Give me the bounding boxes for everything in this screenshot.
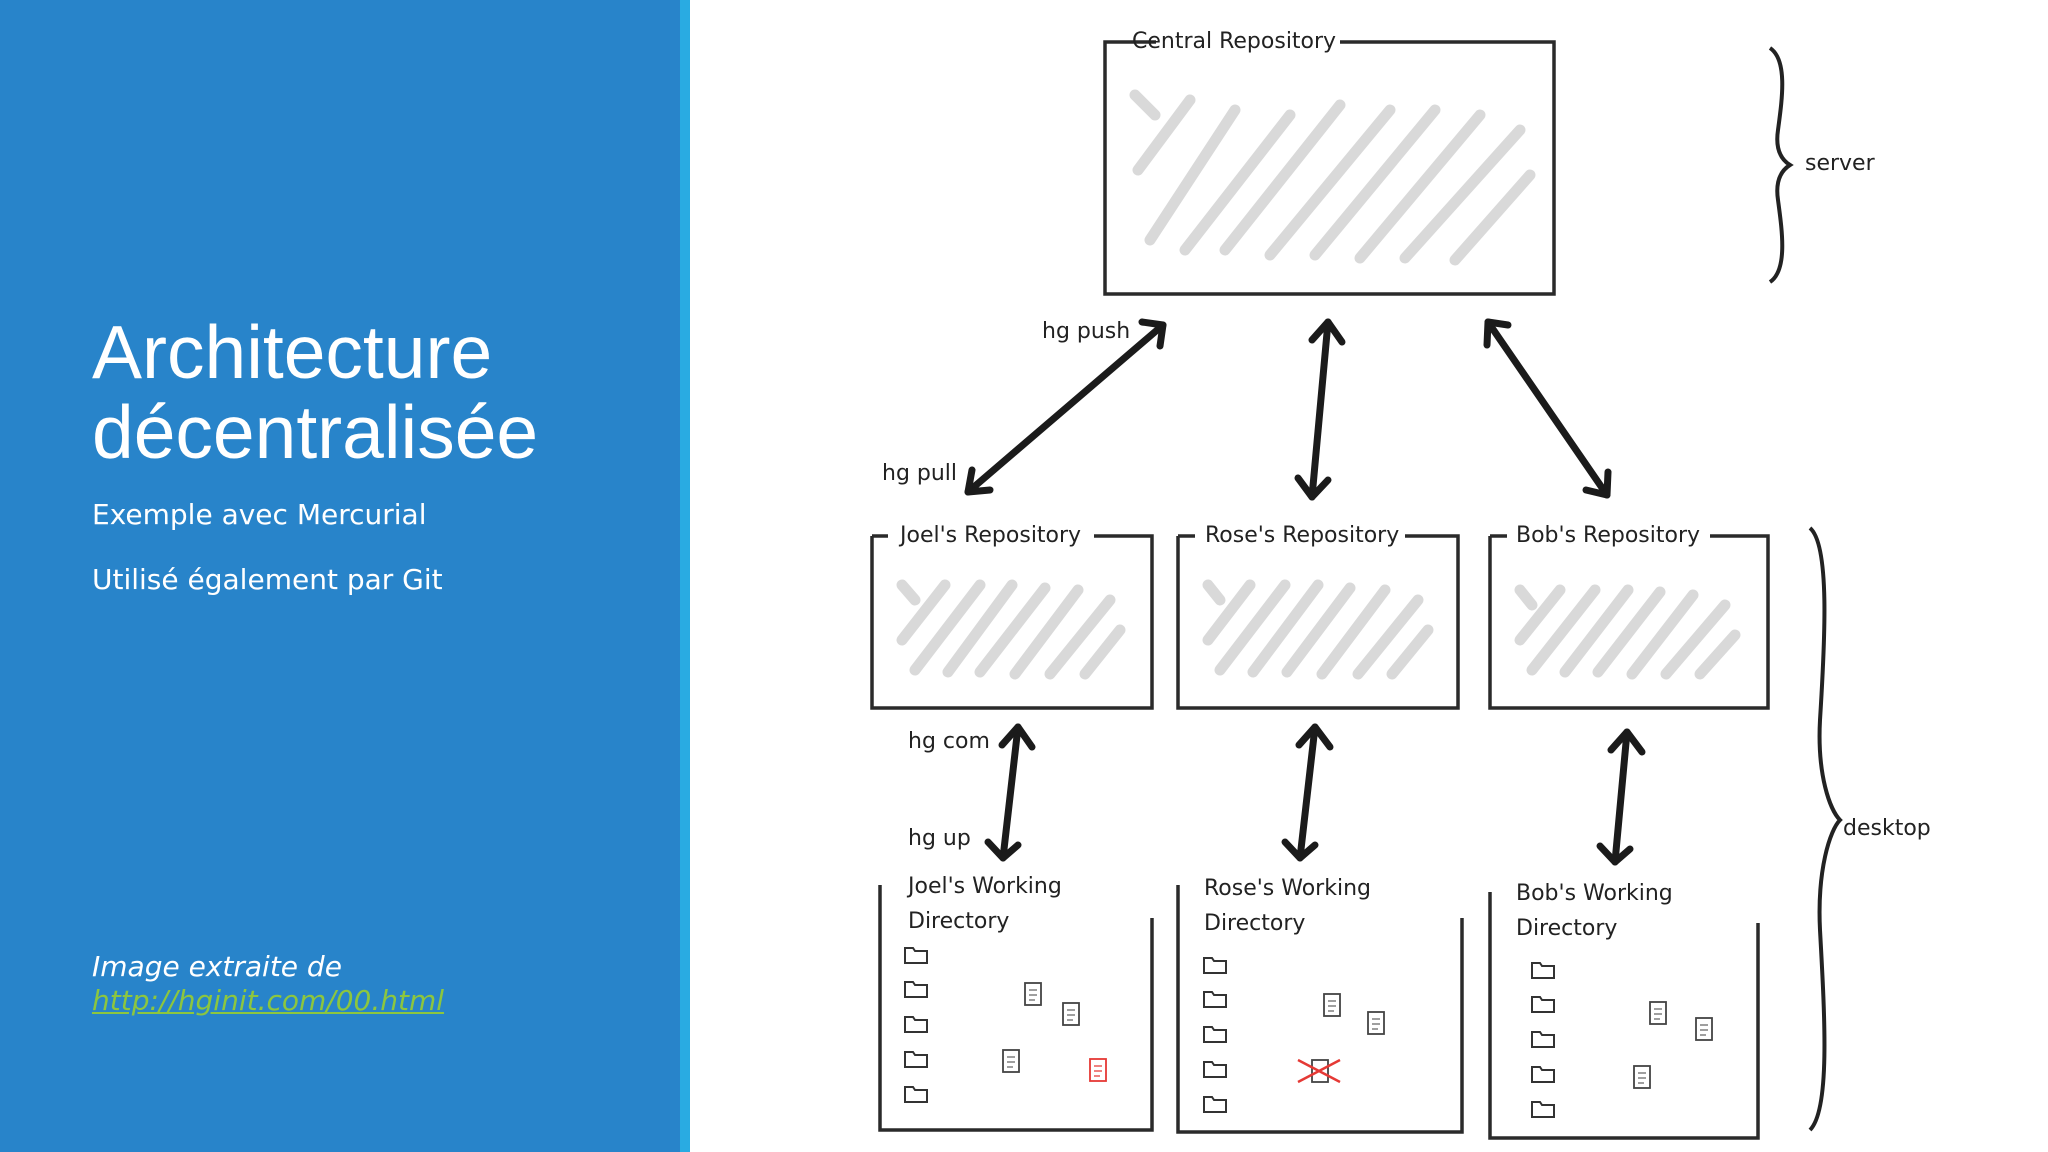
architecture-diagram: Central Repository server hg push hg pul… — [690, 0, 2048, 1152]
bob-commit-update-arrow — [1596, 728, 1646, 866]
update-label: hg up — [908, 826, 971, 851]
file-icon — [1649, 1001, 1667, 1025]
server-label: server — [1805, 151, 1876, 176]
file-icon — [1323, 993, 1341, 1017]
folder-icon — [1531, 1101, 1555, 1118]
commit-label: hg com — [908, 729, 990, 754]
source-link[interactable]: http://hginit.com/00.html — [92, 984, 445, 1017]
modified-file-icon — [1089, 1058, 1107, 1082]
file-icon — [1633, 1065, 1651, 1089]
joel-working-directory-label-1: Joel's Working — [906, 874, 1062, 899]
bob-working-directory-label-1: Bob's Working — [1516, 881, 1673, 906]
file-icon — [1695, 1017, 1713, 1041]
folder-icon — [1531, 1031, 1555, 1048]
central-repository-hatching — [1129, 89, 1536, 266]
bob-sync-arrow — [1483, 318, 1612, 499]
rose-working-directory-label-1: Rose's Working — [1204, 876, 1371, 901]
folder-icon — [1531, 1066, 1555, 1083]
joel-working-directory-box: Joel's Working Directory — [878, 874, 1154, 1132]
rose-commit-update-arrow — [1281, 723, 1334, 862]
joel-repository-label: Joel's Repository — [898, 523, 1081, 548]
folder-icon — [1203, 991, 1227, 1008]
file-icon — [1002, 1049, 1020, 1073]
bob-working-directory-label-2: Directory — [1516, 916, 1617, 941]
push-label: hg push — [1042, 319, 1130, 344]
diagram-svg: Central Repository server hg push hg pul… — [870, 29, 1931, 1140]
rose-repository-label: Rose's Repository — [1205, 523, 1399, 548]
bob-repository-box: Bob's Repository — [1488, 523, 1770, 710]
image-caption: Image extraite de http://hginit.com/00.h… — [92, 950, 444, 1018]
folder-icon — [904, 1016, 928, 1033]
rose-working-directory-box: Rose's Working Directory — [1176, 876, 1464, 1134]
accent-bar — [680, 0, 690, 1152]
desktop-label: desktop — [1843, 816, 1931, 841]
joel-working-directory-label-2: Directory — [908, 909, 1009, 934]
title-line-2: décentralisée — [92, 390, 539, 474]
subtitle-git: Utilisé également par Git — [92, 563, 443, 596]
rose-working-directory-label-2: Directory — [1204, 911, 1305, 936]
folder-icon — [1531, 996, 1555, 1013]
folder-icon — [904, 1051, 928, 1068]
server-brace — [1768, 46, 1794, 284]
caption-text: Image extraite de — [92, 950, 342, 983]
rose-repository-box: Rose's Repository — [1176, 523, 1460, 710]
folder-icon — [1203, 957, 1227, 974]
desktop-brace — [1808, 526, 1843, 1132]
file-icon — [1024, 982, 1042, 1006]
push-pull-arrow — [964, 318, 1167, 496]
title-panel — [0, 0, 680, 1152]
file-icon — [1367, 1011, 1385, 1035]
joel-repository-box: Joel's Repository — [870, 523, 1154, 710]
subtitle-mercurial: Exemple avec Mercurial — [92, 498, 427, 531]
deleted-file-icon — [1297, 1058, 1341, 1084]
folder-icon — [1531, 962, 1555, 979]
folder-icon — [904, 1086, 928, 1103]
bob-working-directory-box: Bob's Working Directory — [1488, 881, 1760, 1140]
bob-repository-label: Bob's Repository — [1516, 523, 1700, 548]
folder-icon — [904, 947, 928, 964]
central-repository-box: Central Repository — [1103, 29, 1556, 296]
title-line-1: Architecture — [92, 310, 493, 394]
folder-icon — [1203, 1061, 1227, 1078]
folder-icon — [904, 981, 928, 998]
joel-commit-update-arrow — [984, 723, 1036, 862]
central-repository-label: Central Repository — [1132, 29, 1336, 54]
folder-icon — [1203, 1096, 1227, 1113]
rose-sync-arrow — [1294, 318, 1346, 501]
folder-icon — [1203, 1026, 1227, 1043]
file-icon — [1062, 1002, 1080, 1026]
slide-title: Architecture décentralisée — [92, 312, 652, 472]
pull-label: hg pull — [882, 461, 957, 486]
